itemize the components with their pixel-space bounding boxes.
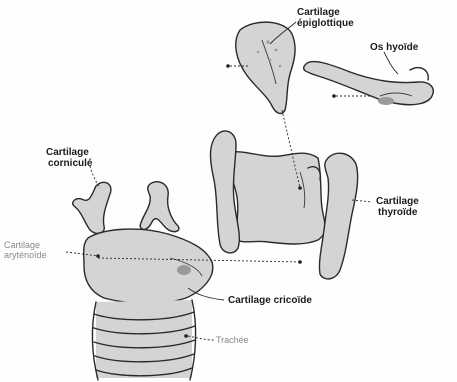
thyroid-label-line1: Cartilage: [376, 196, 419, 207]
epiglottic-label-line2: épiglottique: [297, 18, 354, 29]
trachea: [92, 300, 195, 380]
epiglottic-label-line1: Cartilage: [297, 7, 340, 18]
arytenoid-cartilages: [73, 182, 179, 234]
arytenoid-label-line2: aryténoïde: [4, 250, 47, 260]
thyroid-cartilage: [211, 131, 358, 279]
hyoid-label: Os hyoïde: [370, 42, 419, 53]
cricoid-label: Cartilage cricoïde: [228, 295, 312, 306]
thyroid-label-line2: thyroïde: [378, 207, 418, 218]
hyoid-bone: [304, 62, 434, 105]
epiglottic-cartilage: [236, 22, 295, 113]
arytenoid-label-line1: Cartilage: [4, 240, 40, 250]
corniculate-label-line1: Cartilage: [46, 147, 89, 158]
corniculate-label-line2: corniculé: [48, 158, 93, 169]
cricoid-cartilage: [84, 229, 213, 303]
trachea-label: Trachée: [216, 335, 249, 345]
